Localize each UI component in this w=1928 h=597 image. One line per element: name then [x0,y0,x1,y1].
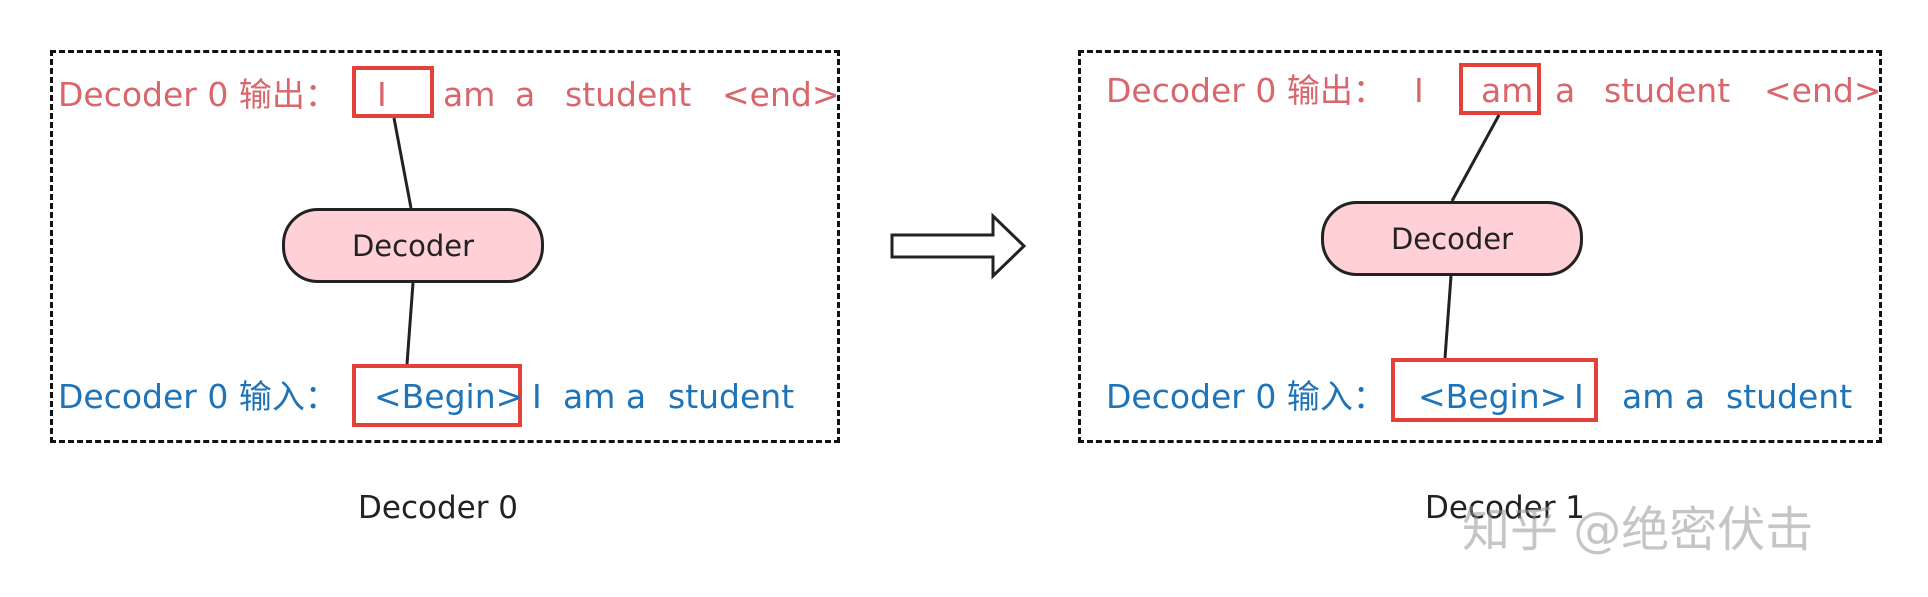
decoder-1-output-label: Decoder 0 输出： [1106,71,1386,110]
decoder-0-caption: Decoder 0 [358,490,519,526]
decoder-0-output-label: Decoder 0 输出： [58,75,338,114]
output-token: I [377,75,387,114]
input-token: <Begin> [1418,377,1568,416]
output-token: I [1414,71,1424,110]
output-token: am [443,75,496,114]
decoder-0-input-label: Decoder 0 输入： [58,377,338,416]
decoder-1-panel [1078,50,1882,443]
input-token: <Begin> [374,377,524,416]
input-highlight-box [352,364,522,427]
output-token: a [515,75,536,114]
connector-line [1450,114,1501,202]
output-token: <end> [1764,71,1882,110]
input-token: am a [1622,377,1706,416]
input-token: I [1574,377,1584,416]
decoder-1-input-label: Decoder 0 输入： [1106,377,1386,416]
input-highlight-box [1391,358,1598,422]
output-token: student [565,75,692,114]
connector-line [392,117,413,209]
input-token: I [532,377,542,416]
watermark: 知乎 @绝密伏击 [1462,502,1814,558]
output-token: am [1481,71,1534,110]
connector-line [1443,275,1453,359]
connector-line [405,282,415,365]
output-token: a [1555,71,1576,110]
output-token: <end> [722,75,840,114]
input-token: student [1726,377,1853,416]
output-highlight-box [1459,63,1541,115]
input-token: am a [563,377,647,416]
right-arrow-icon [890,212,1027,280]
decoder-1-caption: Decoder 1 [1425,490,1586,526]
decoder-node: Decoder [282,208,544,283]
decoder-node: Decoder [1321,201,1583,276]
output-highlight-box [352,66,434,118]
output-token: student [1604,71,1731,110]
decoder-0-panel [50,50,840,443]
input-token: student [668,377,795,416]
